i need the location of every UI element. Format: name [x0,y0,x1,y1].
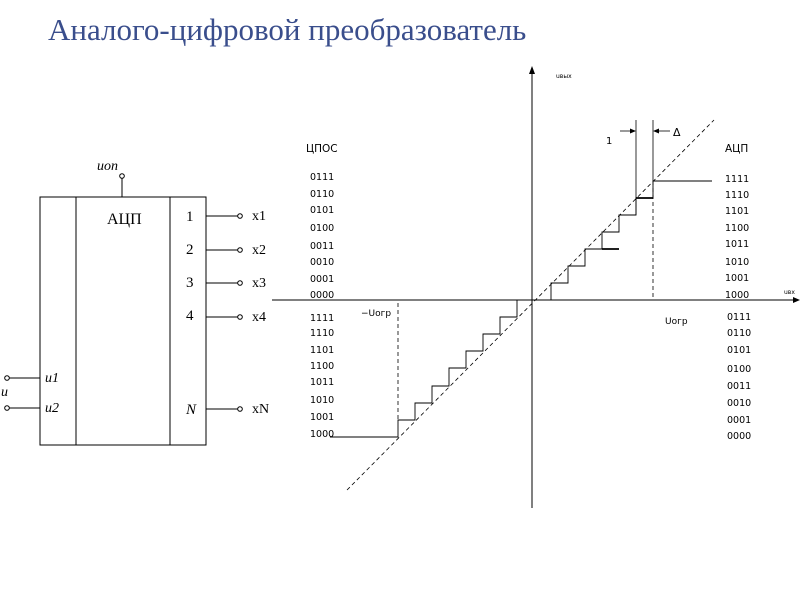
right-column-title: АЦП [725,143,748,155]
output-label-2: x2 [252,243,266,258]
output-number-3: 3 [186,275,194,291]
page-title: Аналого-цифровой преобразователь [48,12,527,47]
reference-input-terminal [119,173,125,179]
code-label: 1111 [725,174,749,185]
y-axis-arrow [529,66,535,74]
output-4: 4 x4 [186,308,266,325]
code-label: 1101 [725,206,749,217]
ideal-characteristic-line [346,119,715,491]
output-label-1: x1 [252,209,266,224]
code-label: 0110 [310,189,334,200]
step-width-arrowhead-left [630,128,636,134]
output-1: 1 x1 [186,209,266,225]
code-label: 1100 [725,223,749,234]
step-width-arrowhead-right [653,128,659,134]
code-label: 1100 [310,361,334,372]
output-terminal-4 [237,314,243,320]
code-label: 0001 [310,274,334,285]
code-label: 0000 [727,431,751,442]
positive-limit-label: Uогр [665,317,688,327]
code-label: 0101 [727,345,751,356]
step-width-label: 1 [606,136,612,147]
output-terminal-2 [237,247,243,253]
code-label: 1000 [310,429,334,440]
input-voltage-label: u [1,385,8,400]
output-terminal-1 [237,213,243,219]
output-number-4: 4 [186,308,194,324]
code-label: 0100 [310,223,334,234]
code-label: 0111 [727,312,751,323]
code-label: 0001 [727,415,751,426]
adc-block-label: АЦП [107,211,142,228]
adc-inputs: u u1 u2 [1,371,59,416]
output-number-n: N [185,402,197,418]
code-label: 0010 [310,257,334,268]
code-label: 1001 [725,273,749,284]
output-label-n: xN [252,402,269,417]
code-label: 1110 [310,328,334,339]
adc-block [39,178,207,446]
output-number-1: 1 [186,209,194,225]
code-label: 0011 [727,381,751,392]
code-label: 1011 [725,239,749,250]
input-terminal-1 [4,375,10,381]
quantization-staircase [330,180,712,438]
output-number-2: 2 [186,242,194,258]
output-terminal-n [237,406,243,412]
output-n: N xN [185,402,269,418]
adc-block-body [39,196,207,446]
input-terminal-2 [4,405,10,411]
code-label: 1010 [725,257,749,268]
x-axis-arrow [793,297,800,303]
code-label: 1101 [310,345,334,356]
output-2: 2 x2 [186,242,266,258]
left-upper-codes: 0111 0110 0101 0100 0011 0010 0001 0000 [310,172,334,301]
left-column-title: ЦПОС [306,143,338,155]
code-label: 1110 [725,190,749,201]
code-label: 0110 [727,328,751,339]
input-pin-2-label: u2 [45,401,59,416]
right-upper-codes: 1111 1110 1101 1100 1011 1010 1001 1000 [725,174,749,301]
code-label: 0100 [727,364,751,375]
code-label: 0101 [310,205,334,216]
y-axis-label: uвых [556,73,572,80]
code-label: 1111 [310,313,334,324]
code-label: 1011 [310,377,334,388]
input-pin-1-label: u1 [45,371,59,386]
output-label-3: x3 [252,276,266,291]
negative-limit-label: −Uогр [361,309,391,319]
code-label: 1001 [310,412,334,423]
code-label: 0011 [310,241,334,252]
left-lower-codes: 1111 1110 1101 1100 1011 1010 1001 1000 [310,313,334,440]
code-label: 0000 [310,290,334,301]
output-3: 3 x3 [186,275,266,291]
output-terminal-3 [237,280,243,286]
code-label: 1000 [725,290,749,301]
code-label: 1010 [310,395,334,406]
output-label-4: x4 [252,310,266,325]
code-label: 0010 [727,398,751,409]
transfer-graph: uвых uвх −Uогр Uогр 1 Δ ЦПОС АЦП 0111 01… [272,66,800,508]
right-lower-codes: 0111 0110 0101 0100 0011 0010 0001 0000 [727,312,751,442]
adc-outputs: 1 x1 2 x2 3 x3 4 x4 N xN [185,209,269,418]
x-axis-label: uвх [784,289,795,296]
reference-voltage-label: uоп [97,159,118,174]
delta-label: Δ [673,126,681,139]
code-label: 0111 [310,172,334,183]
